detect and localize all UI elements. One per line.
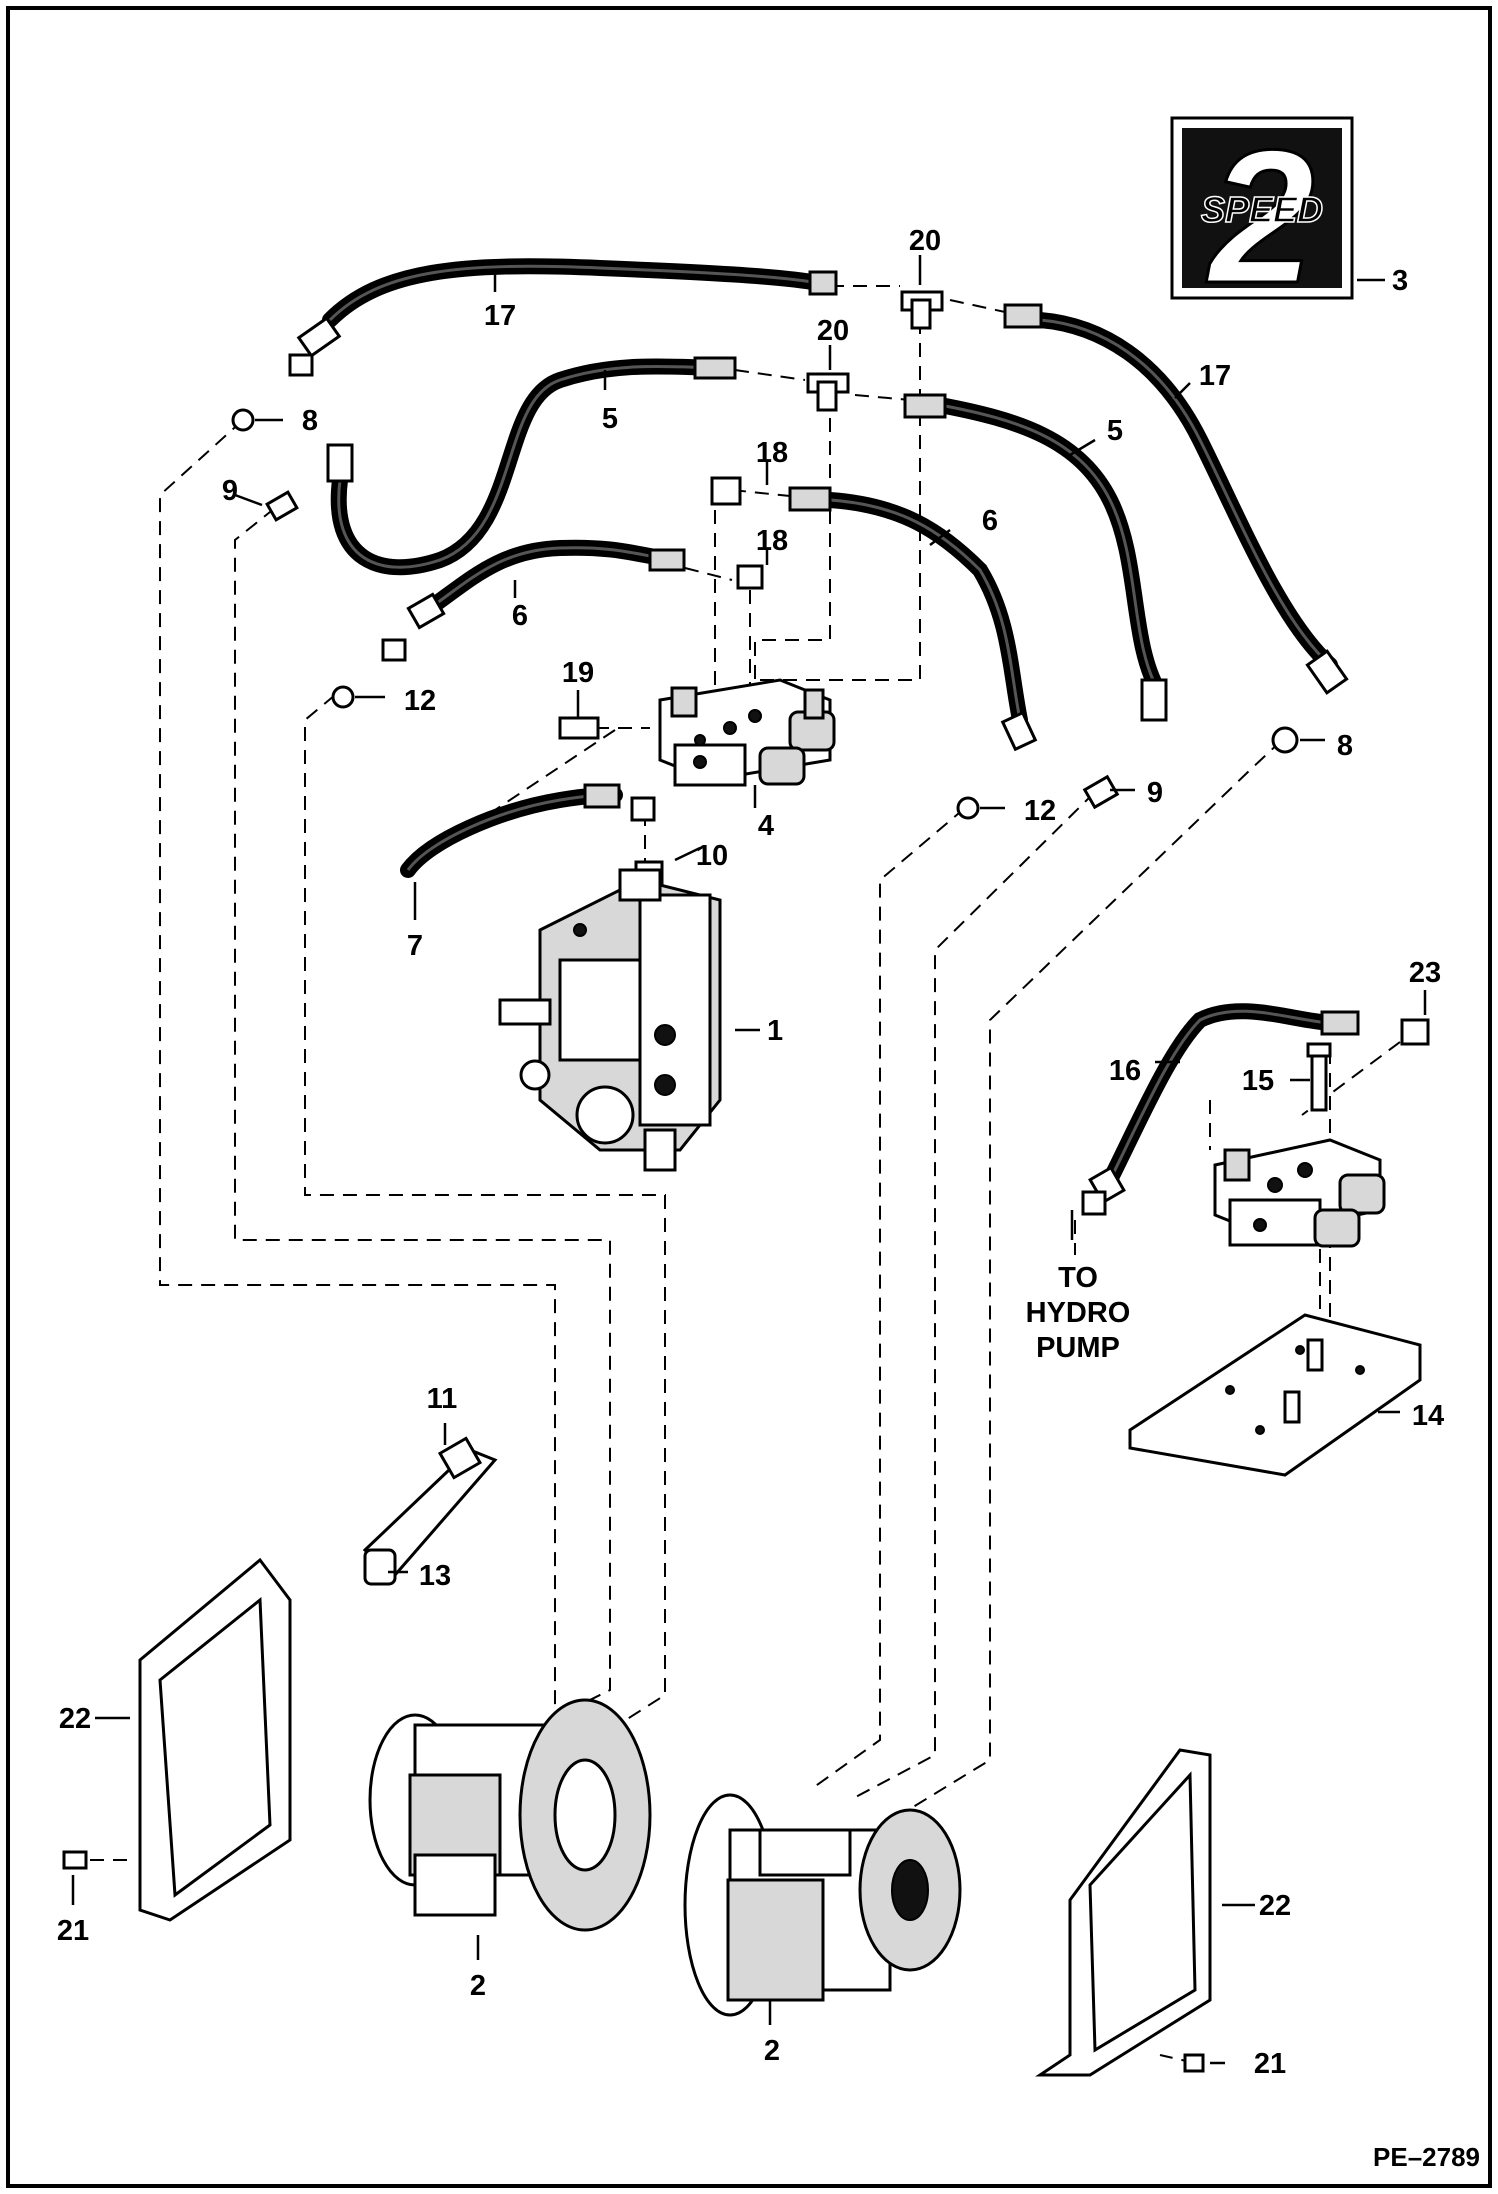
callout-12a: 12 <box>404 685 436 717</box>
two-speed-logo: 2 SPEED <box>1170 110 1354 325</box>
fittings <box>62 290 1430 2073</box>
callout-18a: 18 <box>756 437 788 469</box>
note-line-2: HYDRO <box>1026 1297 1131 1329</box>
callout-7: 7 <box>407 930 423 962</box>
callout-22b: 22 <box>1259 1890 1291 1922</box>
hose-16 <box>1081 1003 1360 1216</box>
callout-5a: 5 <box>602 403 618 435</box>
callout-1: 1 <box>767 1015 783 1047</box>
logo-text: SPEED <box>1201 189 1323 230</box>
callout-16: 16 <box>1109 1055 1141 1087</box>
valve-block-4 <box>658 678 836 787</box>
callout-14: 14 <box>1412 1400 1444 1432</box>
callout-6a: 6 <box>512 600 528 632</box>
callout-11: 11 <box>427 1383 458 1415</box>
adapter-plate-14 <box>1128 1313 1422 1477</box>
callout-5b: 5 <box>1107 415 1123 447</box>
hose-5-right <box>903 393 1168 722</box>
callout-19: 19 <box>562 657 594 689</box>
logo-number: 2 <box>1206 111 1315 323</box>
callout-12b: 12 <box>1024 795 1056 827</box>
leader-lines <box>71 255 1427 2065</box>
callout-8a: 8 <box>302 405 318 437</box>
page-border <box>6 6 1492 2188</box>
hose-5-left <box>326 356 737 576</box>
callout-21a: 21 <box>57 1915 89 1947</box>
callout-15: 15 <box>1242 1065 1274 1097</box>
hose-7 <box>400 783 656 878</box>
callout-2b: 2 <box>764 2035 780 2067</box>
callout-10: 10 <box>696 840 728 872</box>
callout-9a: 9 <box>222 475 238 507</box>
callout-17b: 17 <box>1199 360 1231 392</box>
callout-9b: 9 <box>1147 777 1163 809</box>
callout-8b: 8 <box>1337 730 1353 762</box>
diagram-code: PE–2789 <box>1373 2142 1480 2172</box>
hose-17-right <box>1003 303 1349 695</box>
hose-6-left <box>381 539 686 662</box>
motor-cover-right <box>1035 1748 1212 2077</box>
callout-13: 13 <box>419 1560 451 1592</box>
callout-18b: 18 <box>756 525 788 557</box>
hydro-pump-note: TO HYDRO PUMP <box>1026 1262 1131 1364</box>
callout-2a: 2 <box>470 1970 486 2002</box>
valve-block-2speed <box>1213 1138 1386 1248</box>
callout-6b: 6 <box>982 505 998 537</box>
note-line-3: PUMP <box>1036 1332 1120 1364</box>
callout-3: 3 <box>1392 265 1408 297</box>
brake-arm-11-13 <box>362 1436 498 1586</box>
callout-17a: 17 <box>484 300 516 332</box>
callout-20b: 20 <box>817 315 849 347</box>
note-line-1: TO <box>1058 1262 1098 1294</box>
callout-20a: 20 <box>909 225 941 257</box>
hose-17-left <box>288 258 838 377</box>
hydro-pump-1 <box>498 868 722 1172</box>
callout-23: 23 <box>1409 957 1441 989</box>
motor-cover-left <box>138 1557 292 1922</box>
drive-motor-left <box>368 1698 652 1932</box>
callout-22a: 22 <box>59 1703 91 1735</box>
callout-labels: 1 2 2 3 4 5 5 6 6 7 8 8 9 9 10 11 12 12 … <box>57 225 1444 2080</box>
callout-21b: 21 <box>1254 2048 1286 2080</box>
drive-motor-right <box>683 1793 962 2017</box>
hose-6-right <box>788 486 1038 752</box>
callout-4: 4 <box>758 810 774 842</box>
